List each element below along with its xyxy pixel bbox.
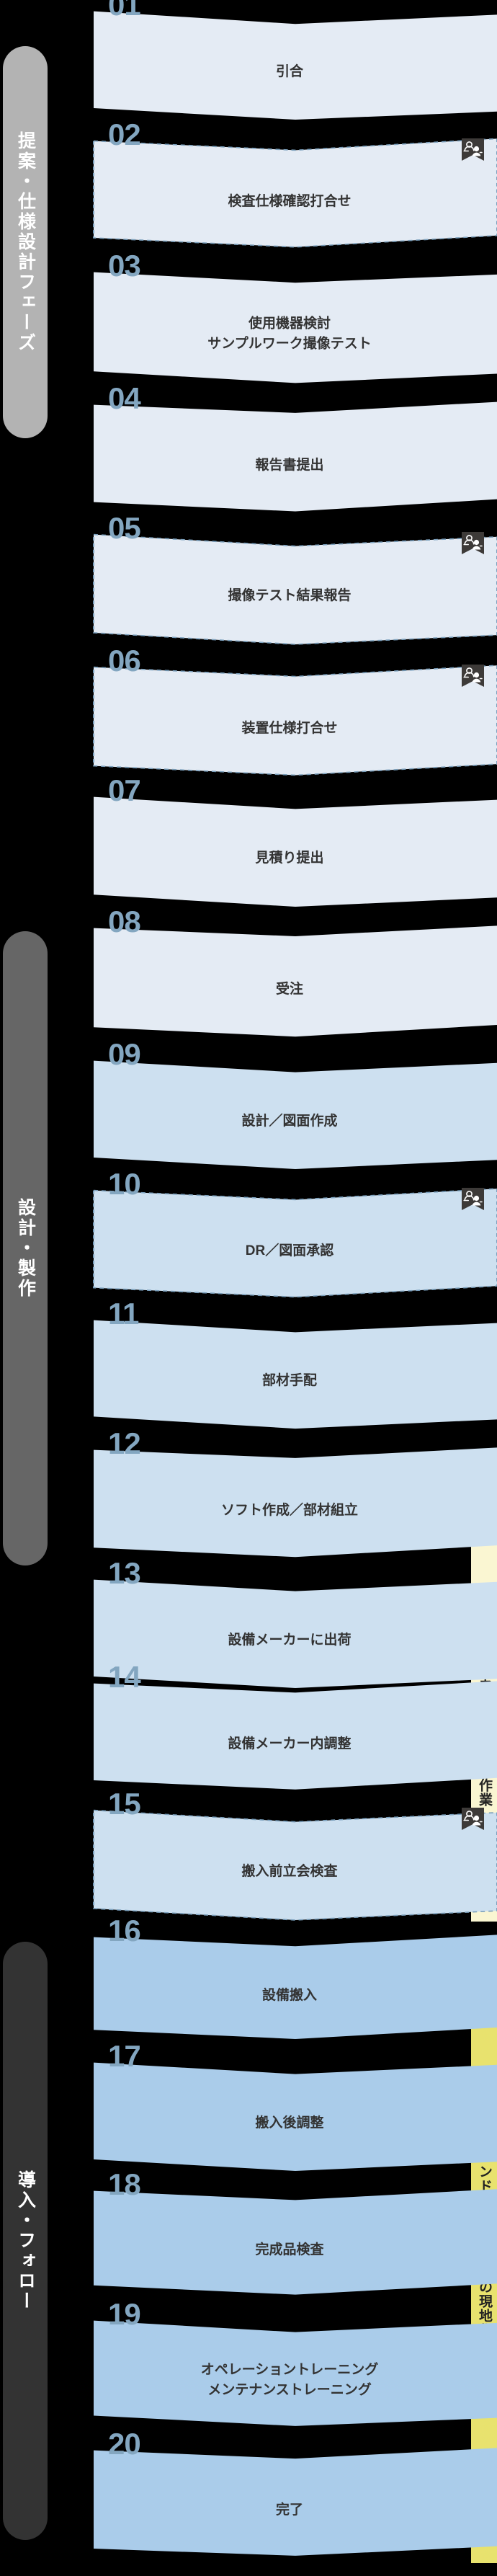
phase-bar-1: 提案・仕様設計フェーズ — [3, 46, 48, 438]
step-label: オペレーショントレーニングメンテナンストレーニング — [200, 2362, 379, 2397]
step-label: 搬入後調整 — [255, 2115, 324, 2131]
step-shape — [94, 11, 497, 120]
step-number: 18 — [108, 2167, 141, 2201]
step-number: 08 — [108, 905, 141, 938]
two-people-icon — [462, 665, 484, 696]
step-card[interactable]: 設計／図面作成 09 — [94, 1039, 497, 1182]
step-shape — [93, 665, 497, 776]
step-number: 17 — [108, 2039, 141, 2073]
step-shape — [94, 796, 497, 907]
step-number: 03 — [108, 249, 141, 283]
step-number: 07 — [108, 773, 141, 807]
step-shape — [93, 533, 497, 645]
step-shape — [94, 1060, 497, 1169]
phase-bar-3: 導入・フォロー — [3, 1942, 48, 2540]
step-number: 01 — [108, 0, 141, 22]
step-label: 搬入前立会検査 — [241, 1864, 338, 1880]
step-label: 報告書提出 — [255, 458, 324, 474]
step-shape — [94, 1447, 497, 1558]
two-people-icon — [462, 138, 484, 170]
step-label: 検査仕様確認打合せ — [228, 194, 352, 210]
step-label: 部材手配 — [261, 1373, 317, 1389]
step-number: 15 — [108, 1787, 141, 1821]
phase-bar-2: 設計・製作 — [3, 931, 48, 1565]
step-card[interactable]: ソフト作成／部材組立 12 — [94, 1429, 497, 1571]
step-label: ソフト作成／部材組立 — [220, 1503, 358, 1519]
step-shape — [94, 1935, 497, 2039]
step-label: 設備搬入 — [261, 1988, 317, 2004]
step-number: 05 — [108, 511, 141, 545]
step-label: 使用機器検討サンプルワーク撮像テスト — [207, 316, 372, 351]
step-shape — [94, 2320, 497, 2426]
two-people-icon — [462, 1808, 484, 1839]
step-card[interactable]: 搬入前立会検査 15 — [93, 1789, 497, 1933]
step-label: 設計／図面作成 — [241, 1114, 338, 1129]
step-card[interactable]: 搬入後調整 17 — [94, 2041, 497, 2184]
step-card[interactable]: 報告書提出 04 — [94, 383, 497, 526]
step-label: 設備メーカーに出荷 — [228, 1633, 352, 1648]
step-card[interactable]: 設備メーカー内調整 14 — [94, 1662, 497, 1805]
step-shape — [94, 401, 497, 512]
step-shape — [93, 1188, 497, 1298]
step-number: 13 — [108, 1556, 141, 1590]
step-number: 06 — [108, 644, 141, 678]
step-card[interactable]: 完成品検査 18 — [94, 2169, 497, 2309]
step-label: 撮像テスト結果報告 — [228, 588, 352, 604]
step-number: 10 — [108, 1167, 141, 1201]
step-card[interactable]: 見積り提出 07 — [94, 776, 497, 920]
step-card[interactable]: 受注 08 — [94, 907, 497, 1051]
step-label: 引合 — [275, 64, 303, 80]
step-label: 装置仕様打合せ — [241, 721, 338, 737]
step-card[interactable]: オペレーショントレーニングメンテナンストレーニング 19 — [94, 2299, 497, 2439]
step-shape — [94, 2448, 497, 2556]
step-label: 設備メーカー内調整 — [228, 1736, 352, 1752]
step-shape — [94, 1681, 497, 1790]
phase-label: 提案・仕様設計フェーズ — [15, 131, 36, 353]
step-card[interactable]: 部材手配 11 — [94, 1299, 497, 1442]
step-shape — [94, 1579, 497, 1688]
two-people-icon — [462, 532, 484, 564]
step-card[interactable]: 完了 20 — [94, 2429, 497, 2570]
step-card[interactable]: 装置仕様打合せ 06 — [93, 646, 497, 790]
two-people-icon — [462, 1188, 484, 1220]
step-label: 完成品検査 — [255, 2242, 324, 2258]
step-number: 20 — [108, 2427, 141, 2461]
step-card[interactable]: 引合 01 — [94, 0, 497, 133]
step-number: 02 — [108, 117, 141, 151]
step-shape — [93, 138, 497, 248]
step-number: 16 — [108, 1914, 141, 1947]
phase-label: 設計・製作 — [15, 1198, 36, 1299]
step-label: DR／図面承認 — [245, 1243, 334, 1259]
step-shape — [94, 1320, 497, 1429]
step-number: 04 — [108, 381, 141, 415]
step-label: 見積り提出 — [255, 850, 324, 866]
step-shape — [93, 1809, 497, 1921]
step-number: 11 — [108, 1297, 139, 1331]
step-label: 完了 — [275, 2502, 303, 2518]
step-shape — [94, 2189, 497, 2295]
step-card[interactable]: 設備搬入 16 — [94, 1916, 497, 2054]
step-number: 09 — [108, 1037, 141, 1071]
step-card[interactable]: 撮像テスト結果報告 05 — [93, 513, 497, 657]
step-shape — [94, 2062, 497, 2171]
step-shape — [94, 272, 497, 383]
step-label: 受注 — [275, 982, 303, 998]
step-number: 19 — [108, 2297, 141, 2331]
step-shape — [94, 925, 497, 1037]
step-number: 14 — [108, 1660, 141, 1694]
phase-label: 導入・フォロー — [15, 2170, 36, 2311]
step-card[interactable]: 使用機器検討サンプルワーク撮像テスト 03 — [94, 251, 497, 395]
step-card[interactable]: DR／図面承認 10 — [93, 1169, 497, 1312]
step-card[interactable]: 設備メーカーに出荷 13 — [94, 1558, 497, 1701]
step-number: 12 — [108, 1426, 141, 1460]
step-card[interactable]: 検査仕様確認打合せ 02 — [93, 120, 497, 262]
